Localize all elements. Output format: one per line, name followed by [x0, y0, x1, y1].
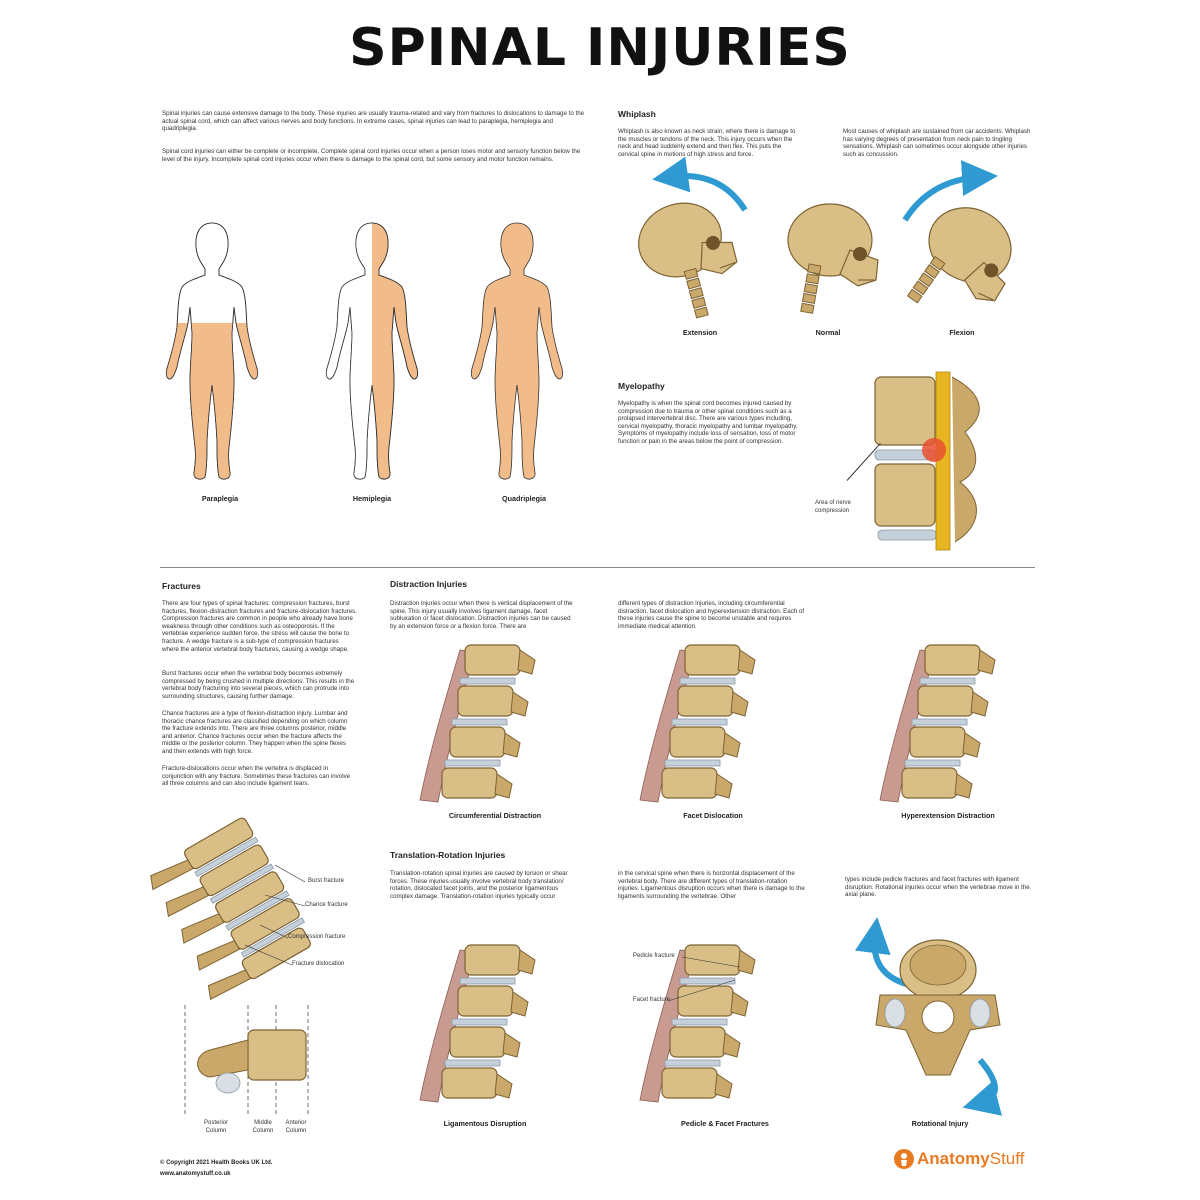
caption-normal: Normal [815, 328, 841, 337]
translation-heading: Translation-Rotation Injuries [390, 850, 506, 860]
three-column-illustration [184, 1005, 309, 1115]
label-fracture-dislocation: Fracture dislocation [292, 961, 345, 967]
caption-extension: Extension [682, 328, 718, 337]
fractures-paragraph-2: Burst fractures occur when the vertebral… [162, 670, 355, 700]
whiplash-illustration [627, 156, 1030, 319]
fractures-paragraph-1: There are four types of spinal fractures… [162, 600, 357, 653]
caption-facet-dislocation: Facet Dislocation [683, 811, 743, 820]
logo-text-stuff: Stuff [989, 1149, 1025, 1168]
rotational-injury-illustration [854, 917, 1003, 1116]
whiplash-heading: Whiplash [618, 109, 656, 119]
distraction-text-1: Distraction injuries occur when there is… [390, 600, 573, 630]
distraction-heading: Distraction Injuries [390, 579, 467, 589]
label-middle-column: Middle Column [252, 1120, 274, 1134]
caption-paraplegia: Paraplegia [201, 494, 239, 503]
translation-text-2: in the cervical spine when there is hori… [618, 870, 805, 900]
intro-paragraph-1: Spinal injuries can cause extensive dama… [162, 110, 585, 133]
logo-icon [894, 1149, 914, 1169]
fractures-heading: Fractures [162, 581, 201, 591]
label-chance-fracture: Chance fracture [305, 902, 348, 908]
caption-pedicle-facet-fractures: Pedicle & Facet Fractures [681, 1119, 769, 1128]
caption-flexion: Flexion [949, 328, 975, 337]
section-divider [160, 567, 1035, 568]
myelopathy-illustration [874, 371, 980, 551]
copyright-text: © Copyright 2021 Health Books UK Ltd. [160, 1160, 273, 1166]
logo-text-anatomy: Anatomy [917, 1149, 990, 1168]
translation-text-1: Translation-rotation spinal injuries are… [390, 870, 568, 900]
distraction-text-2: different types of distraction injuries,… [618, 600, 805, 630]
caption-hemiplegia: Hemiplegia [352, 494, 392, 503]
fractures-paragraph-3: Chance fractures are a type of flexion-d… [162, 710, 348, 755]
caption-hyperextension-distraction: Hyperextension Distraction [901, 811, 995, 820]
distraction-illustrations [419, 644, 996, 803]
translation-illustrations [419, 944, 756, 1103]
label-anterior-column: Anterior Column [285, 1120, 307, 1134]
caption-rotational-injury: Rotational Injury [911, 1119, 969, 1128]
footer-url: www.anatomystuff.co.uk [160, 1171, 231, 1177]
caption-ligamentous-disruption: Ligamentous Disruption [443, 1119, 527, 1128]
translation-text-3: types include pedicle fractures and face… [845, 876, 1030, 899]
caption-quadriplegia: Quadriplegia [502, 494, 546, 503]
whiplash-text-2: Most causes of whiplash are sustained fr… [843, 128, 1031, 158]
label-burst-fracture: Burst fracture [308, 878, 345, 884]
whiplash-text-1: Whiplash is also known as neck strain, w… [618, 128, 796, 158]
label-area-of-nerve-compression: Area of nerve compression [815, 500, 852, 514]
fractures-paragraph-4: Fracture-dislocations occur when the ver… [162, 765, 351, 788]
label-posterior-column: Posterior Column [203, 1120, 228, 1134]
intro-paragraph-2: Spinal cord injuries can either be compl… [162, 148, 581, 163]
label-facet-fracture: Facet fracture [633, 997, 671, 1003]
myelopathy-text: Myelopathy is when the spinal cord becom… [618, 400, 798, 445]
label-pedicle-fracture: Pedicle fracture [633, 953, 675, 959]
caption-circumferential-distraction: Circumferential Distraction [448, 811, 542, 820]
myelopathy-heading: Myelopathy [618, 381, 665, 391]
poster-title: SPINAL INJURIES [349, 18, 851, 78]
body-figures [165, 222, 564, 480]
label-compression-fracture: Compression fracture [288, 934, 346, 940]
fractures-spine-illustration [150, 817, 311, 1001]
